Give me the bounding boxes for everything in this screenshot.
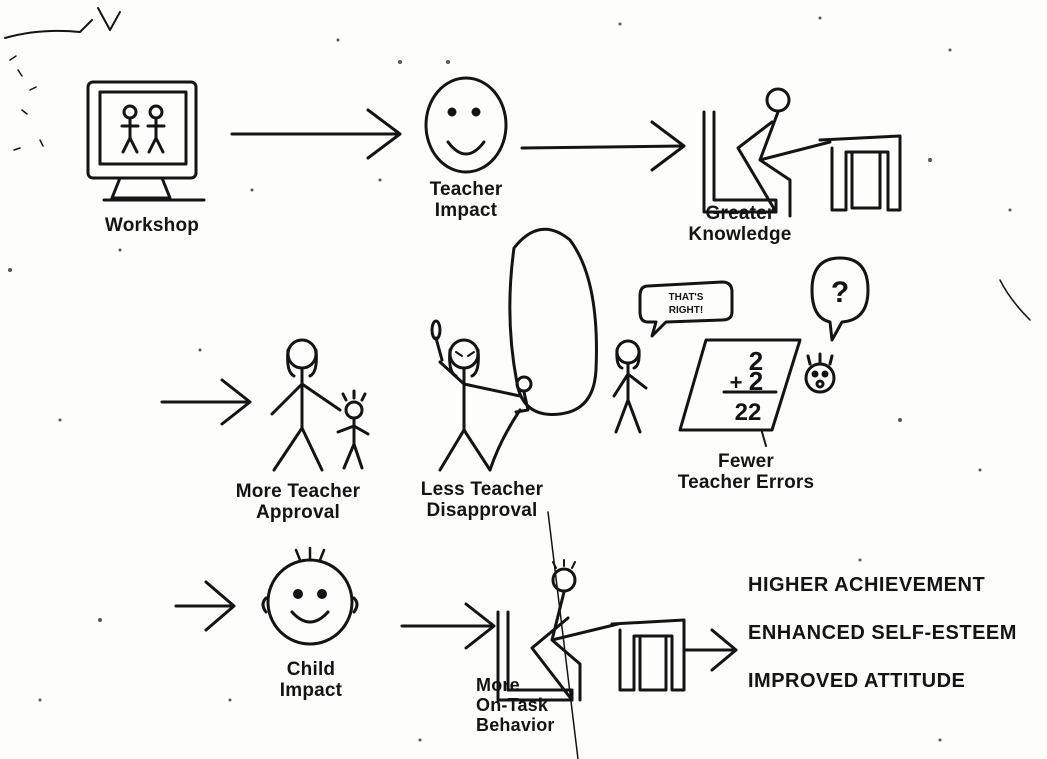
outcome-enhanced-self-esteem: ENHANCED SELF-ESTEEM [748, 622, 1017, 644]
teacher-with-child-icon [270, 338, 370, 472]
label-child-impact-line-1: Child [286, 659, 336, 680]
label-less-disapproval-line-1: Less Teacher [420, 479, 544, 500]
label-more-teacher-approval: More Teacher Approval [218, 481, 378, 524]
label-teacher-impact: Teacher Impact [404, 179, 528, 222]
math-paper-icon [678, 338, 802, 447]
praising-teacher-icon [612, 280, 734, 434]
child-face-icon [261, 546, 359, 646]
label-greater-knowledge: Greater Knowledge [670, 203, 810, 246]
label-child-impact-line-2: Impact [279, 679, 343, 701]
on-task-student-icon [496, 559, 686, 702]
label-workshop: Workshop [104, 215, 200, 236]
label-on-task-line-2: On-Task [476, 694, 549, 715]
label-teacher-impact-line-2: Impact [434, 199, 498, 221]
corner-scribble [4, 7, 121, 151]
paper-specks [8, 16, 1012, 742]
outcome-higher-achievement: HIGHER ACHIEVEMENT [748, 574, 986, 596]
label-less-disapproval-line-2: Disapproval [426, 499, 538, 521]
scan-line [547, 511, 579, 759]
question-mark: ? [831, 276, 849, 309]
speech-bubble-line-1: THAT'S [669, 292, 704, 303]
margin-mark [999, 279, 1031, 321]
label-fewer-errors-line-1: Fewer [718, 451, 774, 472]
math-top: 2 [749, 346, 763, 376]
arrow-to-child [174, 580, 236, 632]
math-answer: 22 [735, 399, 762, 426]
label-on-task-behavior: More On-Task Behavior [476, 675, 576, 735]
workshop-monitor-icon [86, 80, 206, 202]
math-operator: + [730, 370, 743, 395]
label-less-teacher-disapproval: Less Teacher Disapproval [402, 479, 562, 522]
disapproving-teacher-icon [430, 227, 598, 472]
confused-child-icon [804, 256, 870, 394]
outcome-improved-attitude: IMPROVED ATTITUDE [748, 670, 966, 692]
student-desk-icon [702, 87, 902, 218]
teacher-face-icon [424, 76, 508, 174]
label-more-approval-line-2: Approval [256, 501, 340, 523]
arrow-to-outcomes [684, 628, 738, 672]
label-greater-knowledge-line-2: Knowledge [688, 223, 792, 245]
label-fewer-errors-line-2: Teacher Errors [677, 471, 815, 493]
label-on-task-line-3: Behavior [476, 714, 555, 735]
speech-bubble-line-2: RIGHT! [669, 305, 703, 316]
math-bottom: 2 [749, 366, 763, 396]
arrow-teacher-to-knowledge [520, 120, 686, 172]
label-child-impact: Child Impact [266, 659, 356, 702]
label-more-approval-line-1: More Teacher [235, 481, 361, 502]
arrow-to-approval [160, 378, 252, 426]
label-fewer-teacher-errors: Fewer Teacher Errors [656, 451, 836, 494]
arrow-to-on-task [400, 602, 496, 650]
label-on-task-line-1: More [476, 675, 520, 695]
label-teacher-impact-line-1: Teacher [429, 179, 503, 200]
label-greater-knowledge-line-1: Greater [705, 203, 775, 224]
arrow-workshop-to-teacher [230, 108, 402, 160]
